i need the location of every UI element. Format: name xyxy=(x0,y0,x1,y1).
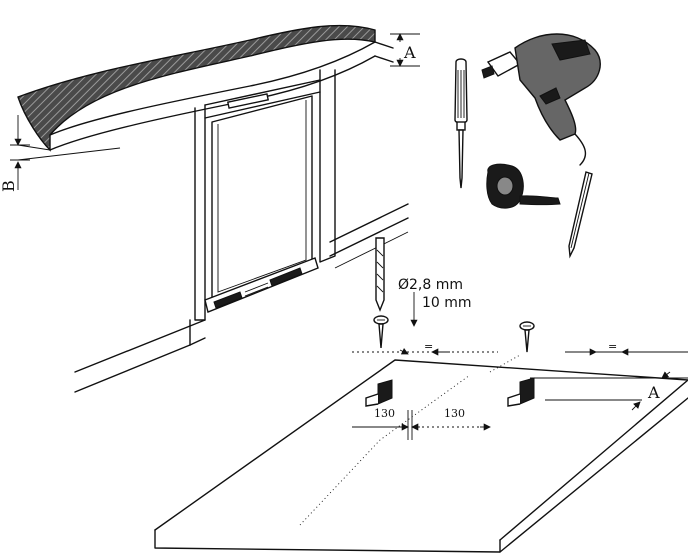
dim-130-left-label: 130 xyxy=(374,407,395,420)
dim-a-right-label: A xyxy=(647,383,660,402)
screw-left-icon xyxy=(373,315,389,349)
dimension-a-top: A xyxy=(390,33,420,67)
equal-left-label: = xyxy=(424,340,433,353)
drill-bit-icon xyxy=(375,237,385,312)
dimension-b: B xyxy=(0,115,30,192)
base-board xyxy=(154,354,688,553)
tape-measure-icon xyxy=(486,163,561,209)
drill-depth-label: 10 mm xyxy=(422,295,472,311)
screw-right-icon xyxy=(519,321,535,353)
dimensions-board: = = 130 130 A xyxy=(352,340,688,440)
bracket-left-icon xyxy=(365,379,393,407)
dim-130-right-label: 130 xyxy=(444,407,465,420)
dim-a-top-label: A xyxy=(403,43,416,62)
equal-right-label: = xyxy=(608,340,617,353)
power-drill-icon xyxy=(481,33,601,166)
kitchen-base xyxy=(74,203,409,393)
pencil-icon xyxy=(568,171,593,259)
bracket-right-icon xyxy=(507,377,535,407)
dim-b-label: B xyxy=(0,180,18,192)
cabinet xyxy=(194,69,336,321)
drill-diameter-label: Ø2,8 mm xyxy=(398,277,463,293)
drill-annotation: Ø2,8 mm 10 mm xyxy=(398,277,472,327)
screwdriver-icon xyxy=(454,58,468,189)
